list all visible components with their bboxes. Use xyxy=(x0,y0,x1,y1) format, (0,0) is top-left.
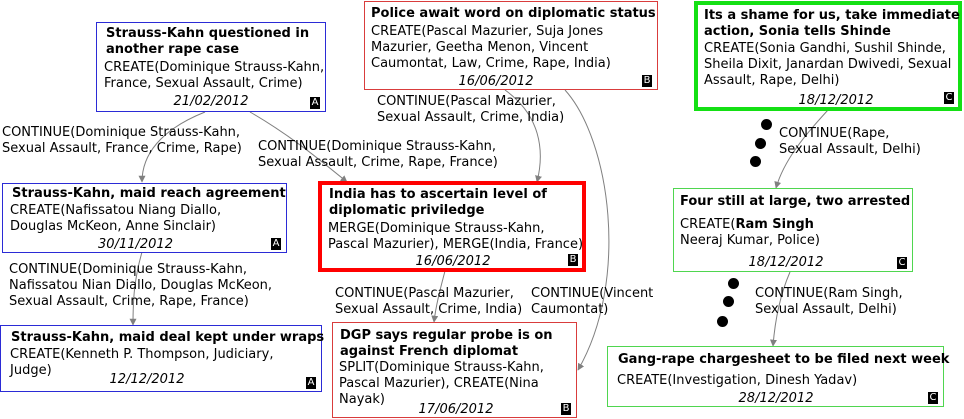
node-body-prefix: CREATE( xyxy=(680,217,736,232)
node-title: Strauss-Kahn, maid reach agreement xyxy=(12,186,286,201)
node-date: 18/12/2012 xyxy=(748,255,824,270)
story-tag: A xyxy=(306,377,316,389)
node-body: CREATE(Pascal Mazurier, Suja Jones Mazur… xyxy=(371,24,611,71)
node-title: DGP says regular probe is on against Fre… xyxy=(340,328,553,359)
edge-label-e3: CONTINUE(Dominique Strauss-Kahn, Nafissa… xyxy=(9,262,273,309)
ellipsis-dot xyxy=(723,296,734,307)
ellipsis-dot xyxy=(728,278,739,289)
node-body: SPLIT(Dominique Strauss-Kahn, Pascal Maz… xyxy=(339,360,544,407)
edge-label-e4: CONTINUE(Pascal Mazurier, Sexual Assault… xyxy=(377,94,565,125)
story-tag: B xyxy=(561,403,571,415)
ellipsis-dot xyxy=(750,156,761,167)
edge-e7 xyxy=(774,109,829,189)
edge-label-e2: CONTINUE(Dominique Strauss-Kahn, Sexual … xyxy=(258,139,498,170)
event-node-n5[interactable]: India has to ascertain level of diplomat… xyxy=(318,181,586,272)
story-tag: C xyxy=(897,257,907,269)
node-body: CREATE(Investigation, Dinesh Yadav) xyxy=(617,373,858,388)
edge-e3 xyxy=(129,251,143,326)
node-body: CREATE(Ram Singh Neeraj Kumar, Police) xyxy=(680,217,905,249)
node-title: Strauss-Kahn, maid deal kept under wraps xyxy=(11,330,325,345)
event-node-n6[interactable]: DGP says regular probe is on against Fre… xyxy=(332,322,577,418)
node-title: Four still at large, two arrested xyxy=(680,194,911,209)
node-body: CREATE(Nafissatou Niang Diallo, Douglas … xyxy=(10,203,222,234)
node-title: Gang-rape chargesheet to be filed next w… xyxy=(618,352,950,367)
edge-e4 xyxy=(504,89,542,183)
ellipsis-dot xyxy=(761,119,772,130)
event-node-n3[interactable]: Strauss-Kahn, maid deal kept under wraps… xyxy=(0,325,325,392)
node-date: 18/12/2012 xyxy=(798,93,874,108)
node-date: 21/02/2012 xyxy=(173,94,249,109)
edge-label-e8: CONTINUE(Ram Singh, Sexual Assault, Delh… xyxy=(755,286,903,317)
node-title: Strauss-Kahn questioned in another rape … xyxy=(106,26,310,57)
node-title: Police await word on diplomatic status xyxy=(371,6,656,21)
edge-e5 xyxy=(431,270,446,323)
node-body: MERGE(Dominique Strauss-Kahn, Pascal Maz… xyxy=(328,221,584,252)
edge-e8 xyxy=(769,271,791,347)
story-tag: B xyxy=(568,254,578,266)
event-node-n4[interactable]: Police await word on diplomatic status C… xyxy=(364,1,658,90)
node-date: 12/12/2012 xyxy=(109,372,185,387)
node-body-highlight: Ram Singh xyxy=(735,217,814,232)
node-date: 17/06/2012 xyxy=(418,402,494,417)
edge-e1 xyxy=(138,111,206,183)
node-date: 30/11/2012 xyxy=(98,237,173,252)
edge-label-e7: CONTINUE(Rape, Sexual Assault, Delhi) xyxy=(779,126,921,157)
story-tag: C xyxy=(928,392,938,404)
node-date: 16/06/2012 xyxy=(458,74,534,89)
node-body-rest: Neeraj Kumar, Police) xyxy=(680,233,820,248)
node-date: 28/12/2012 xyxy=(738,391,814,406)
story-tag: A xyxy=(271,238,281,250)
node-title: India has to ascertain level of diplomat… xyxy=(329,187,547,218)
node-body: CREATE(Sonia Gandhi, Sushil Shinde, Shei… xyxy=(704,41,952,88)
node-title: Its a shame for us, take immediate actio… xyxy=(704,8,960,39)
event-node-n7[interactable]: Its a shame for us, take immediate actio… xyxy=(694,1,962,111)
event-node-n9[interactable]: Gang-rape chargesheet to be filed next w… xyxy=(607,346,950,407)
story-tag: B xyxy=(642,75,652,87)
node-body: CREATE(Kenneth P. Thompson, Judiciary, J… xyxy=(10,347,274,378)
ellipsis-dot xyxy=(755,138,766,149)
edge-label-e6: CONTINUE(Vincent Caumontat) xyxy=(531,286,654,317)
edge-e2 xyxy=(249,111,348,183)
event-node-n8[interactable]: Four still at large, two arrested CREATE… xyxy=(673,188,913,272)
event-node-n2[interactable]: Strauss-Kahn, maid reach agreement CREAT… xyxy=(2,183,287,253)
ellipsis-dot xyxy=(717,316,728,327)
node-date: 16/06/2012 xyxy=(415,254,491,269)
edge-label-e1: CONTINUE(Dominique Strauss-Kahn, Sexual … xyxy=(2,125,242,156)
story-tag: A xyxy=(310,97,320,109)
story-tag: C xyxy=(944,92,954,104)
edge-e6 xyxy=(564,89,610,371)
node-body: CREATE(Dominique Strauss-Kahn, France, S… xyxy=(104,60,325,91)
edge-label-e5: CONTINUE(Pascal Mazurier, Sexual Assault… xyxy=(335,286,523,317)
event-node-n1[interactable]: Strauss-Kahn questioned in another rape … xyxy=(96,22,326,112)
